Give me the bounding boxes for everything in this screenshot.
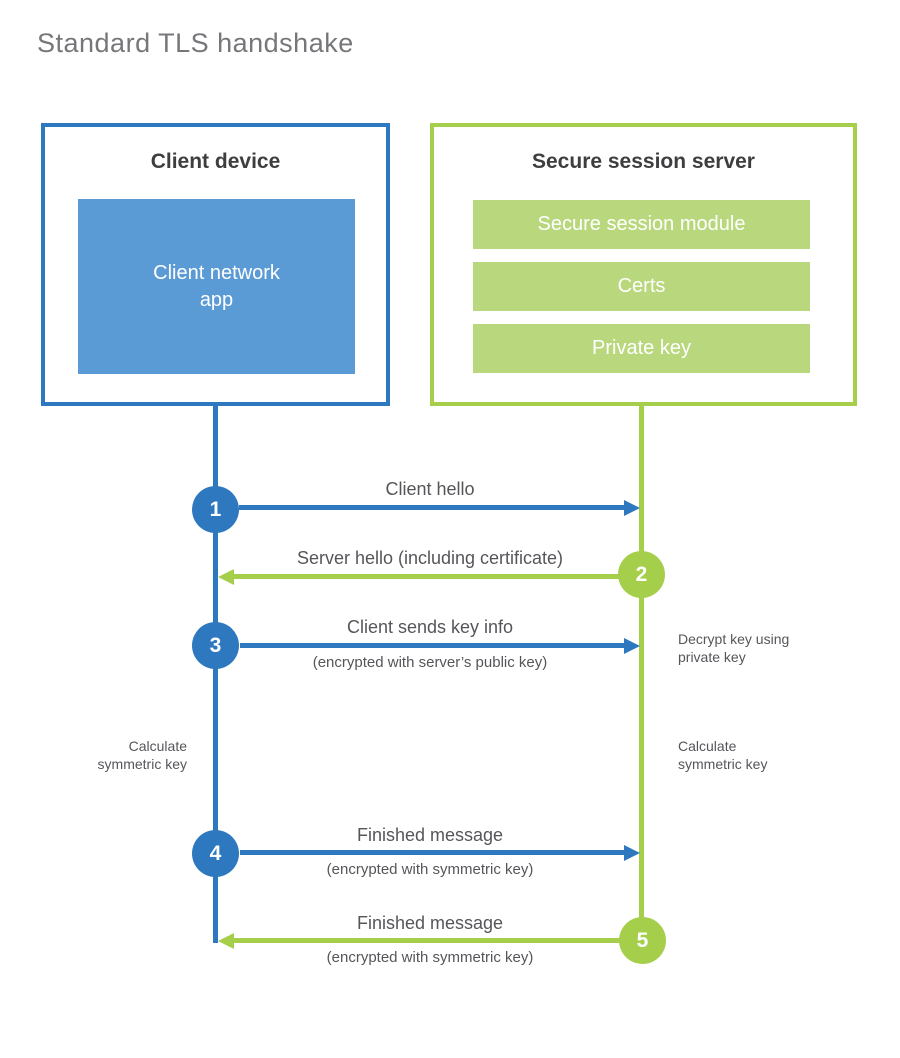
arrowhead-right-icon <box>624 638 640 654</box>
note-decrypt-key: Decrypt key using private key <box>678 631 790 665</box>
certs-bar: Certs <box>473 262 810 311</box>
arrow-client-key-info <box>240 643 624 648</box>
arrowhead-left-icon <box>218 933 234 949</box>
step-circle-1: 1 <box>192 486 239 533</box>
client-device-header: Client device <box>150 150 281 173</box>
note-calc-symmetric-right: Calculate symmetric key <box>678 738 768 772</box>
msg-sublabel-finished-server: (encrypted with symmetric key) <box>326 949 534 966</box>
step-circle-5: 5 <box>619 917 666 964</box>
client-network-app-box: Client network app <box>78 199 355 374</box>
msg-label-server-hello: Server hello (including certificate) <box>296 548 564 568</box>
msg-label-client-key-info: Client sends key info <box>346 617 514 637</box>
step-circle-4: 4 <box>192 830 239 877</box>
client-device-box: Client device Client network app <box>41 123 390 406</box>
arrow-server-hello <box>234 574 619 579</box>
secure-session-server-box: Secure session server Secure session mod… <box>430 123 857 406</box>
diagram-title: Standard TLS handshake <box>37 28 354 58</box>
arrowhead-right-icon <box>624 845 640 861</box>
secure-session-module-bar: Secure session module <box>473 200 810 249</box>
client-lifeline <box>213 406 218 943</box>
msg-sublabel-client-key-info: (encrypted with server’s public key) <box>312 654 548 671</box>
step-circle-3: 3 <box>192 622 239 669</box>
arrow-finished-client <box>240 850 624 855</box>
step-circle-2: 2 <box>618 551 665 598</box>
msg-label-finished-client: Finished message <box>356 825 504 845</box>
arrowhead-right-icon <box>624 500 640 516</box>
arrow-finished-server <box>234 938 620 943</box>
note-calc-symmetric-left: Calculate symmetric key <box>97 738 187 772</box>
msg-label-finished-server: Finished message <box>356 913 504 933</box>
private-key-bar: Private key <box>473 324 810 373</box>
server-lifeline <box>639 406 644 941</box>
msg-label-client-hello: Client hello <box>385 479 475 499</box>
arrow-client-hello <box>239 505 624 510</box>
arrowhead-left-icon <box>218 569 234 585</box>
msg-sublabel-finished-client: (encrypted with symmetric key) <box>326 861 534 878</box>
secure-session-server-header: Secure session server <box>532 150 755 173</box>
